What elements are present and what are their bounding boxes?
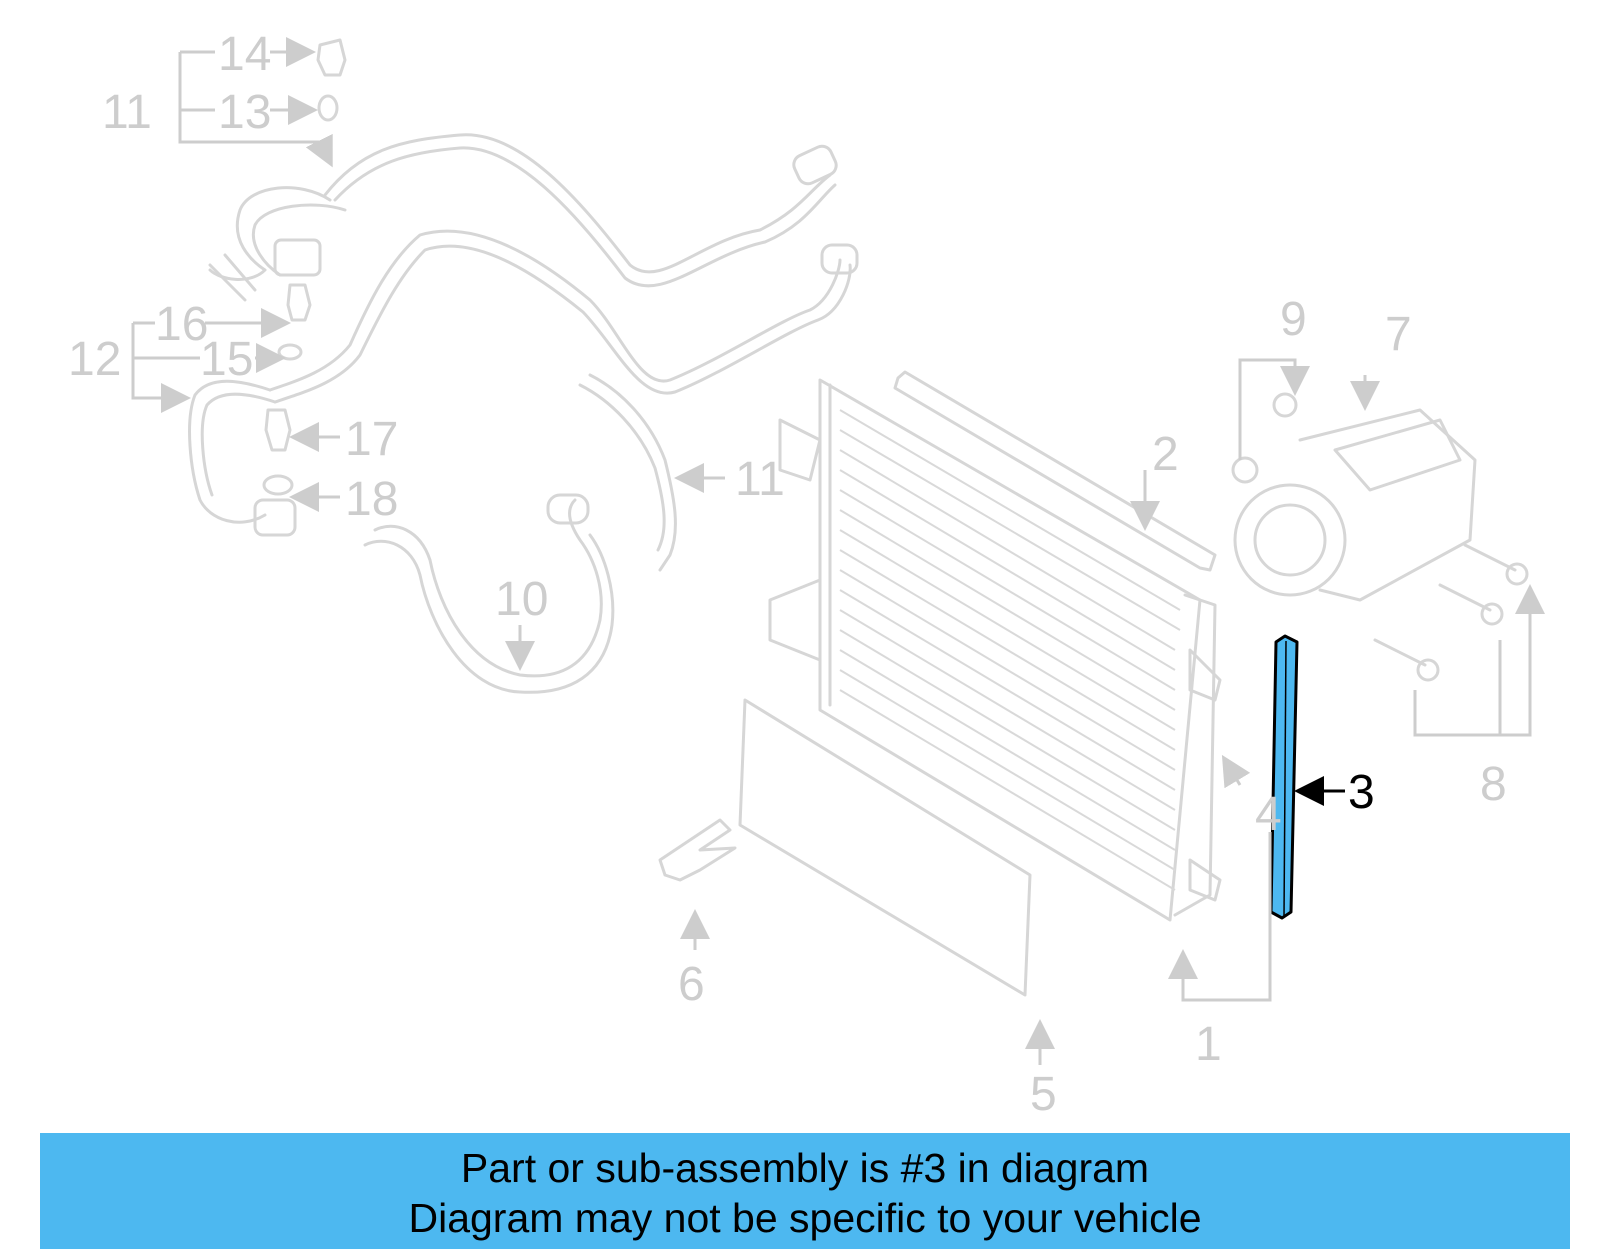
leader-lines (131, 52, 1530, 1065)
refrigerant-hose-assembly (188, 38, 859, 694)
compressor-7 (1231, 392, 1529, 682)
callout-8: 8 (1480, 758, 1507, 811)
callout-15: 15 (200, 333, 253, 386)
callout-4: 4 (1255, 788, 1282, 841)
callout-17: 17 (345, 413, 398, 466)
callout-3: 3 (1348, 766, 1375, 819)
callout-13: 13 (218, 86, 271, 139)
callout-14: 14 (218, 28, 271, 81)
callout-11-top: 11 (102, 86, 152, 139)
callout-9: 9 (1280, 293, 1307, 346)
bracket-6 (658, 818, 737, 882)
banner-line-2: Diagram may not be specific to your vehi… (408, 1195, 1202, 1241)
seal-strip-2 (893, 370, 1217, 572)
callout-11-mid: 11 (735, 453, 785, 506)
banner-line-1: Part or sub-assembly is #3 in diagram (460, 1145, 1150, 1191)
callout-16: 16 (155, 298, 208, 351)
callout-18: 18 (345, 473, 398, 526)
callout-10: 10 (495, 573, 548, 626)
callout-labels: 14 11 13 16 12 15 17 18 11 10 9 7 2 3 4 … (68, 28, 1507, 1121)
condenser (768, 378, 1222, 922)
air-deflector-5 (738, 698, 1032, 997)
callout-7: 7 (1385, 308, 1412, 361)
callout-6: 6 (678, 958, 705, 1011)
callout-1: 1 (1195, 1018, 1222, 1071)
info-banner: Part or sub-assembly is #3 in diagram Di… (40, 1133, 1570, 1249)
callout-2: 2 (1152, 428, 1179, 481)
callout-12: 12 (68, 333, 121, 386)
callout-5: 5 (1030, 1068, 1057, 1121)
